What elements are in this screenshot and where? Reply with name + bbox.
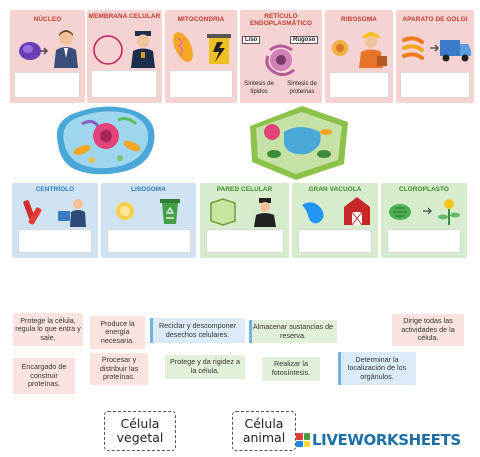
card-cloroplasto: CLOROPLASTO xyxy=(381,183,467,258)
reticulum-icon xyxy=(265,44,295,77)
mitochondria-icon xyxy=(173,32,193,62)
sun-plant-icon xyxy=(423,199,460,225)
card-title: APARATO DE GOLGI xyxy=(402,16,468,23)
director-person-icon xyxy=(54,30,78,68)
answer-box-lisosoma[interactable] xyxy=(107,229,191,253)
function-card[interactable]: Reciclar y descomponer desechos celulare… xyxy=(150,318,245,343)
nucleus-icon xyxy=(19,42,48,60)
function-card[interactable]: Realizar la fotosíntesis. xyxy=(262,357,320,381)
security-guard-icon xyxy=(254,198,276,227)
function-card[interactable]: Protege y da rigidez a la célula. xyxy=(165,355,245,379)
card-title: CLOROPLASTO xyxy=(399,186,449,193)
function-card[interactable]: Almacenar sustancias de reserva. xyxy=(249,320,337,343)
answer-box-ribosoma[interactable] xyxy=(329,72,389,98)
power-tower-icon xyxy=(207,34,231,64)
function-card[interactable]: Dirige todas las actividades de la célul… xyxy=(392,314,464,346)
function-card[interactable]: Encargado de construir proteínas. xyxy=(13,358,75,394)
cell-wall-icon xyxy=(210,198,236,226)
card-title: MITOCONDRIA xyxy=(177,16,225,23)
vacuole-icon xyxy=(302,202,324,224)
card-title: CENTRÍOLO xyxy=(35,186,75,193)
function-card[interactable]: Produce la energía necesaria. xyxy=(90,316,145,349)
sub-lipidos: Síntesis de lípidos xyxy=(244,81,274,95)
golgi-icon xyxy=(402,36,424,60)
card-title: PARED CELULAR xyxy=(216,186,273,193)
tag-liso: Liso xyxy=(242,36,261,44)
answer-box-membrana[interactable] xyxy=(91,70,157,98)
answer-box-vacuola[interactable] xyxy=(298,229,372,253)
card-pared: PARED CELULAR xyxy=(200,183,289,258)
membrane-icon xyxy=(93,35,123,65)
function-card[interactable]: Procesar y distribuir las proteínas. xyxy=(90,353,148,385)
card-title: NÚCLEO xyxy=(33,16,62,23)
delivery-truck-icon xyxy=(430,40,471,62)
tag-rugoso: Rugoso xyxy=(290,36,319,44)
lysosome-icon xyxy=(116,202,134,220)
answer-box-mitocondria[interactable] xyxy=(169,70,233,98)
card-lisosoma: LISOSOMA xyxy=(101,183,196,258)
animal-cell-illustration xyxy=(56,106,155,175)
card-mitocondria: MITOCONDRIA xyxy=(165,10,237,103)
card-ribosoma: RIBOSOMA xyxy=(325,10,393,103)
card-title: MEMBRANA CELULAR xyxy=(88,13,161,20)
chloroplast-icon xyxy=(389,204,411,220)
answer-box-cloroplasto[interactable] xyxy=(387,229,461,253)
recycle-bin-icon xyxy=(160,199,180,224)
cell-type-vegetal[interactable]: Célula vegetal xyxy=(104,411,176,451)
brand-name: LIVEWORKSHEETS xyxy=(312,431,461,449)
guard-person-icon xyxy=(131,31,155,68)
card-title: RIBOSOMA xyxy=(341,16,377,23)
card-title: GRAN VACUOLA xyxy=(308,186,362,193)
card-golgi: APARATO DE GOLGI xyxy=(396,10,474,103)
sub-proteinas: Síntesis de proteínas xyxy=(287,81,317,95)
function-card[interactable]: Determinar la localización de los orgánu… xyxy=(338,352,416,385)
answer-box-pared[interactable] xyxy=(206,229,284,253)
card-reticulo: RETÍCULO ENDOPLASMÁTICO Liso Rugoso Sínt… xyxy=(240,10,322,103)
builder-person-icon xyxy=(359,32,387,68)
answer-box-golgi[interactable] xyxy=(400,72,470,98)
logo-mark-icon xyxy=(296,433,310,447)
card-title: LISOSOMA xyxy=(131,186,166,193)
card-title: RETÍCULO ENDOPLASMÁTICO xyxy=(249,13,313,27)
centriole-icon xyxy=(23,200,42,225)
card-nucleo: NÚCLEO xyxy=(10,10,85,103)
barn-warehouse-icon xyxy=(344,197,370,226)
card-vacuola: GRAN VACUOLA xyxy=(292,183,378,258)
answer-box-centriolo[interactable] xyxy=(18,229,92,253)
cell-type-animal[interactable]: Célula animal xyxy=(232,411,296,451)
card-centriolo: CENTRÍOLO xyxy=(12,183,98,258)
card-membrana: MEMBRANA CELULAR xyxy=(87,10,162,103)
teacher-person-icon xyxy=(58,199,86,227)
liveworksheets-logo: LIVEWORKSHEETS xyxy=(296,431,461,449)
plant-cell-illustration xyxy=(250,106,348,180)
function-card[interactable]: Protege la célula, regula lo que entra y… xyxy=(13,313,83,346)
answer-box-nucleo[interactable] xyxy=(14,72,80,98)
ribosome-icon xyxy=(332,40,348,56)
